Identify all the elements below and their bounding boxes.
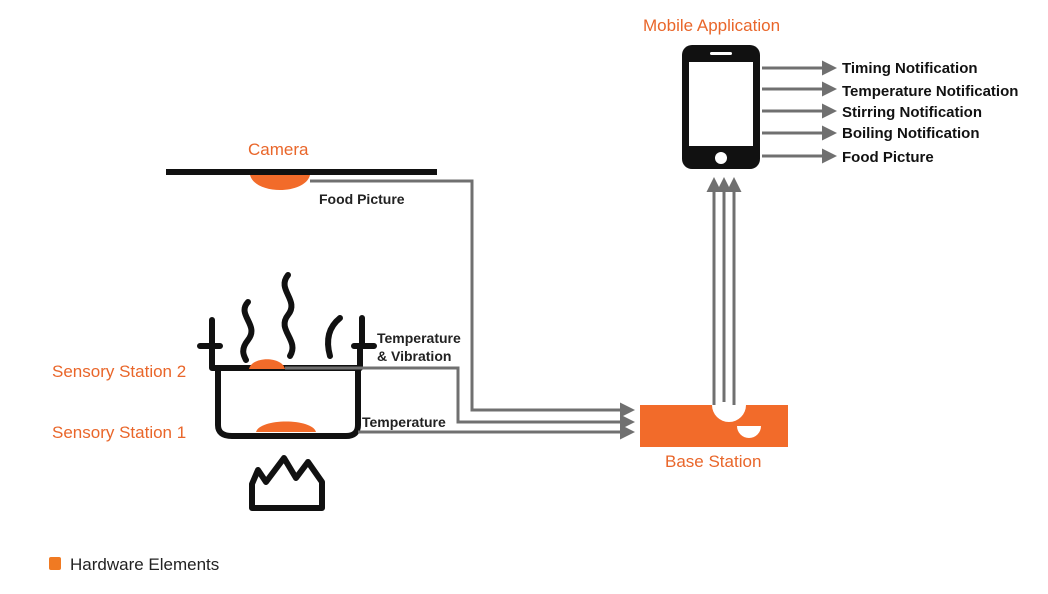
sensory-station-2-label: Sensory Station 2: [52, 362, 187, 381]
pot-right-handle: [351, 315, 377, 349]
mobile-app-label: Mobile Application: [643, 16, 781, 35]
steam-left-icon: [240, 299, 255, 363]
base-station: [640, 405, 788, 447]
pot-rim: [209, 343, 363, 371]
pot-body: [215, 365, 361, 439]
sensory-station-1-sensor: [256, 421, 316, 432]
food-picture-flow-label: Food Picture: [319, 191, 405, 207]
steam-right-icon: [325, 315, 343, 359]
mobile-phone-icon: [682, 45, 760, 169]
steam-center-icon: [281, 272, 296, 359]
flame-icon: [249, 455, 325, 511]
legend-hardware-swatch: [49, 557, 61, 570]
temp-vibration-flow-label-2: & Vibration: [377, 348, 452, 364]
notification-timing: Timing Notification: [842, 60, 978, 77]
temp-vibration-flow-label-1: Temperature: [377, 330, 461, 346]
temp-vibration-arrow: [285, 366, 635, 430]
camera: [166, 169, 437, 190]
notification-boiling: Boiling Notification: [842, 125, 980, 142]
temperature-flow-label: Temperature: [362, 414, 446, 430]
sensory-station-1-label: Sensory Station 1: [52, 423, 187, 442]
pot-left-handle: [197, 317, 223, 349]
camera-label: Camera: [248, 140, 309, 159]
legend-hardware-label: Hardware Elements: [70, 555, 220, 574]
notification-stirring: Stirring Notification: [842, 104, 982, 121]
sensory-station-2-sensor: [249, 359, 285, 369]
notification-temperature: Temperature Notification: [842, 83, 1019, 100]
food-picture-arrow: [310, 179, 635, 418]
notification-food-picture: Food Picture: [842, 149, 934, 166]
base-station-label: Base Station: [665, 452, 762, 471]
cooking-pot: [197, 272, 377, 439]
camera-sensor: [250, 175, 310, 190]
